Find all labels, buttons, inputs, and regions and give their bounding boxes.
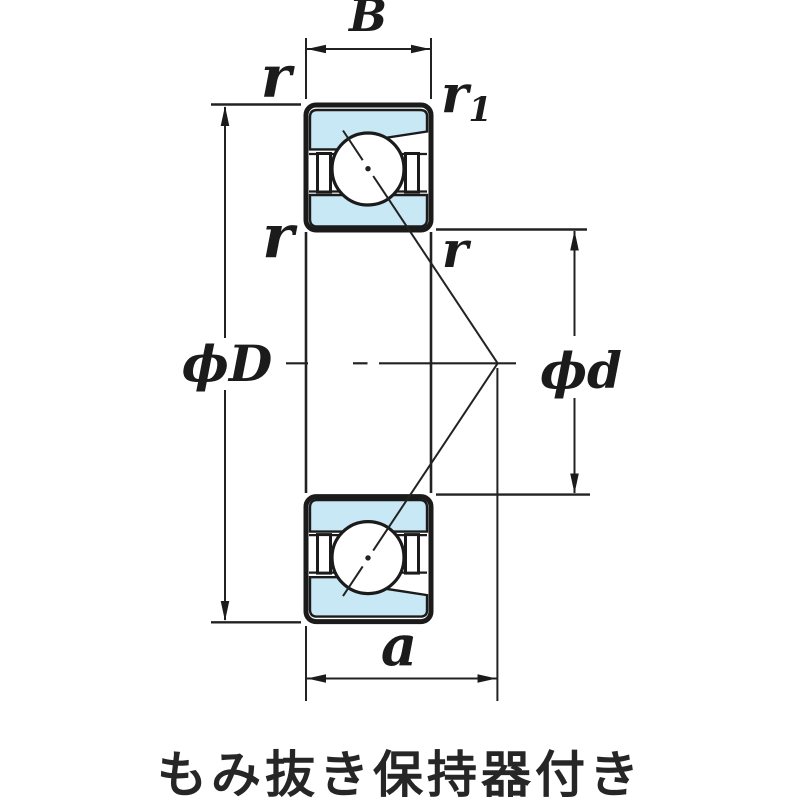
contact-angle-line	[342, 129, 364, 161]
arrowhead-down	[570, 473, 579, 494]
arrowhead-up	[220, 106, 230, 126]
label-r1: r1	[441, 64, 492, 130]
contact-angle-line	[372, 175, 499, 364]
label-B: B	[347, 0, 387, 42]
cage-bar-right	[404, 152, 420, 194]
arrowhead-right	[411, 44, 430, 54]
dimension-load-center-a: a	[305, 368, 499, 701]
arrowhead-down	[220, 601, 230, 621]
label-r1-base: r	[441, 64, 472, 125]
label-phi-d: ϕd	[540, 341, 622, 400]
caption: もみ抜き保持器付き	[157, 746, 643, 800]
label-a: a	[381, 613, 417, 679]
label-phi-D: ϕD	[182, 334, 272, 393]
label-r1-subscript: 1	[468, 90, 492, 130]
ball-center-dot	[365, 166, 371, 172]
label-r-mid-right: r	[442, 220, 472, 279]
dimension-width-B: B	[305, 0, 432, 99]
arrowhead-up	[570, 230, 579, 251]
bearing-section-upper	[303, 102, 499, 364]
label-r-top-left: r	[261, 43, 296, 111]
arrowhead-right	[477, 674, 497, 683]
arrowhead-left	[307, 44, 326, 54]
dimension-outer-diameter: ϕD	[182, 103, 301, 624]
dimension-bore-diameter: ϕd	[436, 228, 622, 496]
bearing-section-lower	[306, 364, 497, 622]
cage-bar-left	[316, 152, 332, 194]
arrowhead-left	[307, 674, 326, 683]
label-r-mid-left: r	[262, 202, 298, 272]
